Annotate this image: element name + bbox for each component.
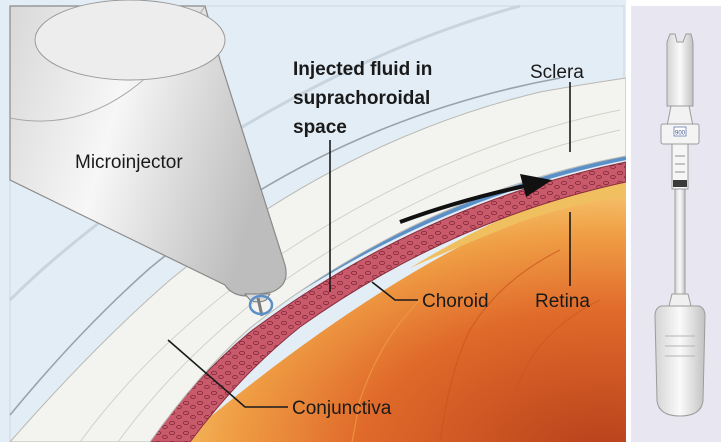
label-retina: Retina: [535, 291, 590, 312]
device-neck: [669, 294, 691, 306]
device-hub-marking: 900: [675, 131, 686, 137]
label-injected-fluid-line1: Injected fluid in: [293, 59, 432, 80]
device-handle: [655, 306, 705, 416]
label-conjunctiva: Conjunctiva: [292, 398, 392, 419]
device-plunger-rod: [675, 189, 685, 294]
microinjector-cap: [35, 0, 225, 80]
suprachoroidal-injection-diagram: Microinjector Injected fluid in supracho…: [0, 0, 626, 442]
label-injected-fluid-line2: suprachoroidal: [293, 88, 430, 109]
label-choroid: Choroid: [422, 291, 489, 312]
label-sclera: Sclera: [530, 62, 584, 83]
device-cap: [667, 34, 693, 106]
microinjector-device-panel: 900: [631, 6, 721, 442]
label-injected-fluid-line3: space: [293, 117, 347, 138]
label-microinjector: Microinjector: [75, 152, 183, 173]
device-plunger-stopper: [673, 180, 687, 187]
device-hub: [667, 106, 693, 126]
